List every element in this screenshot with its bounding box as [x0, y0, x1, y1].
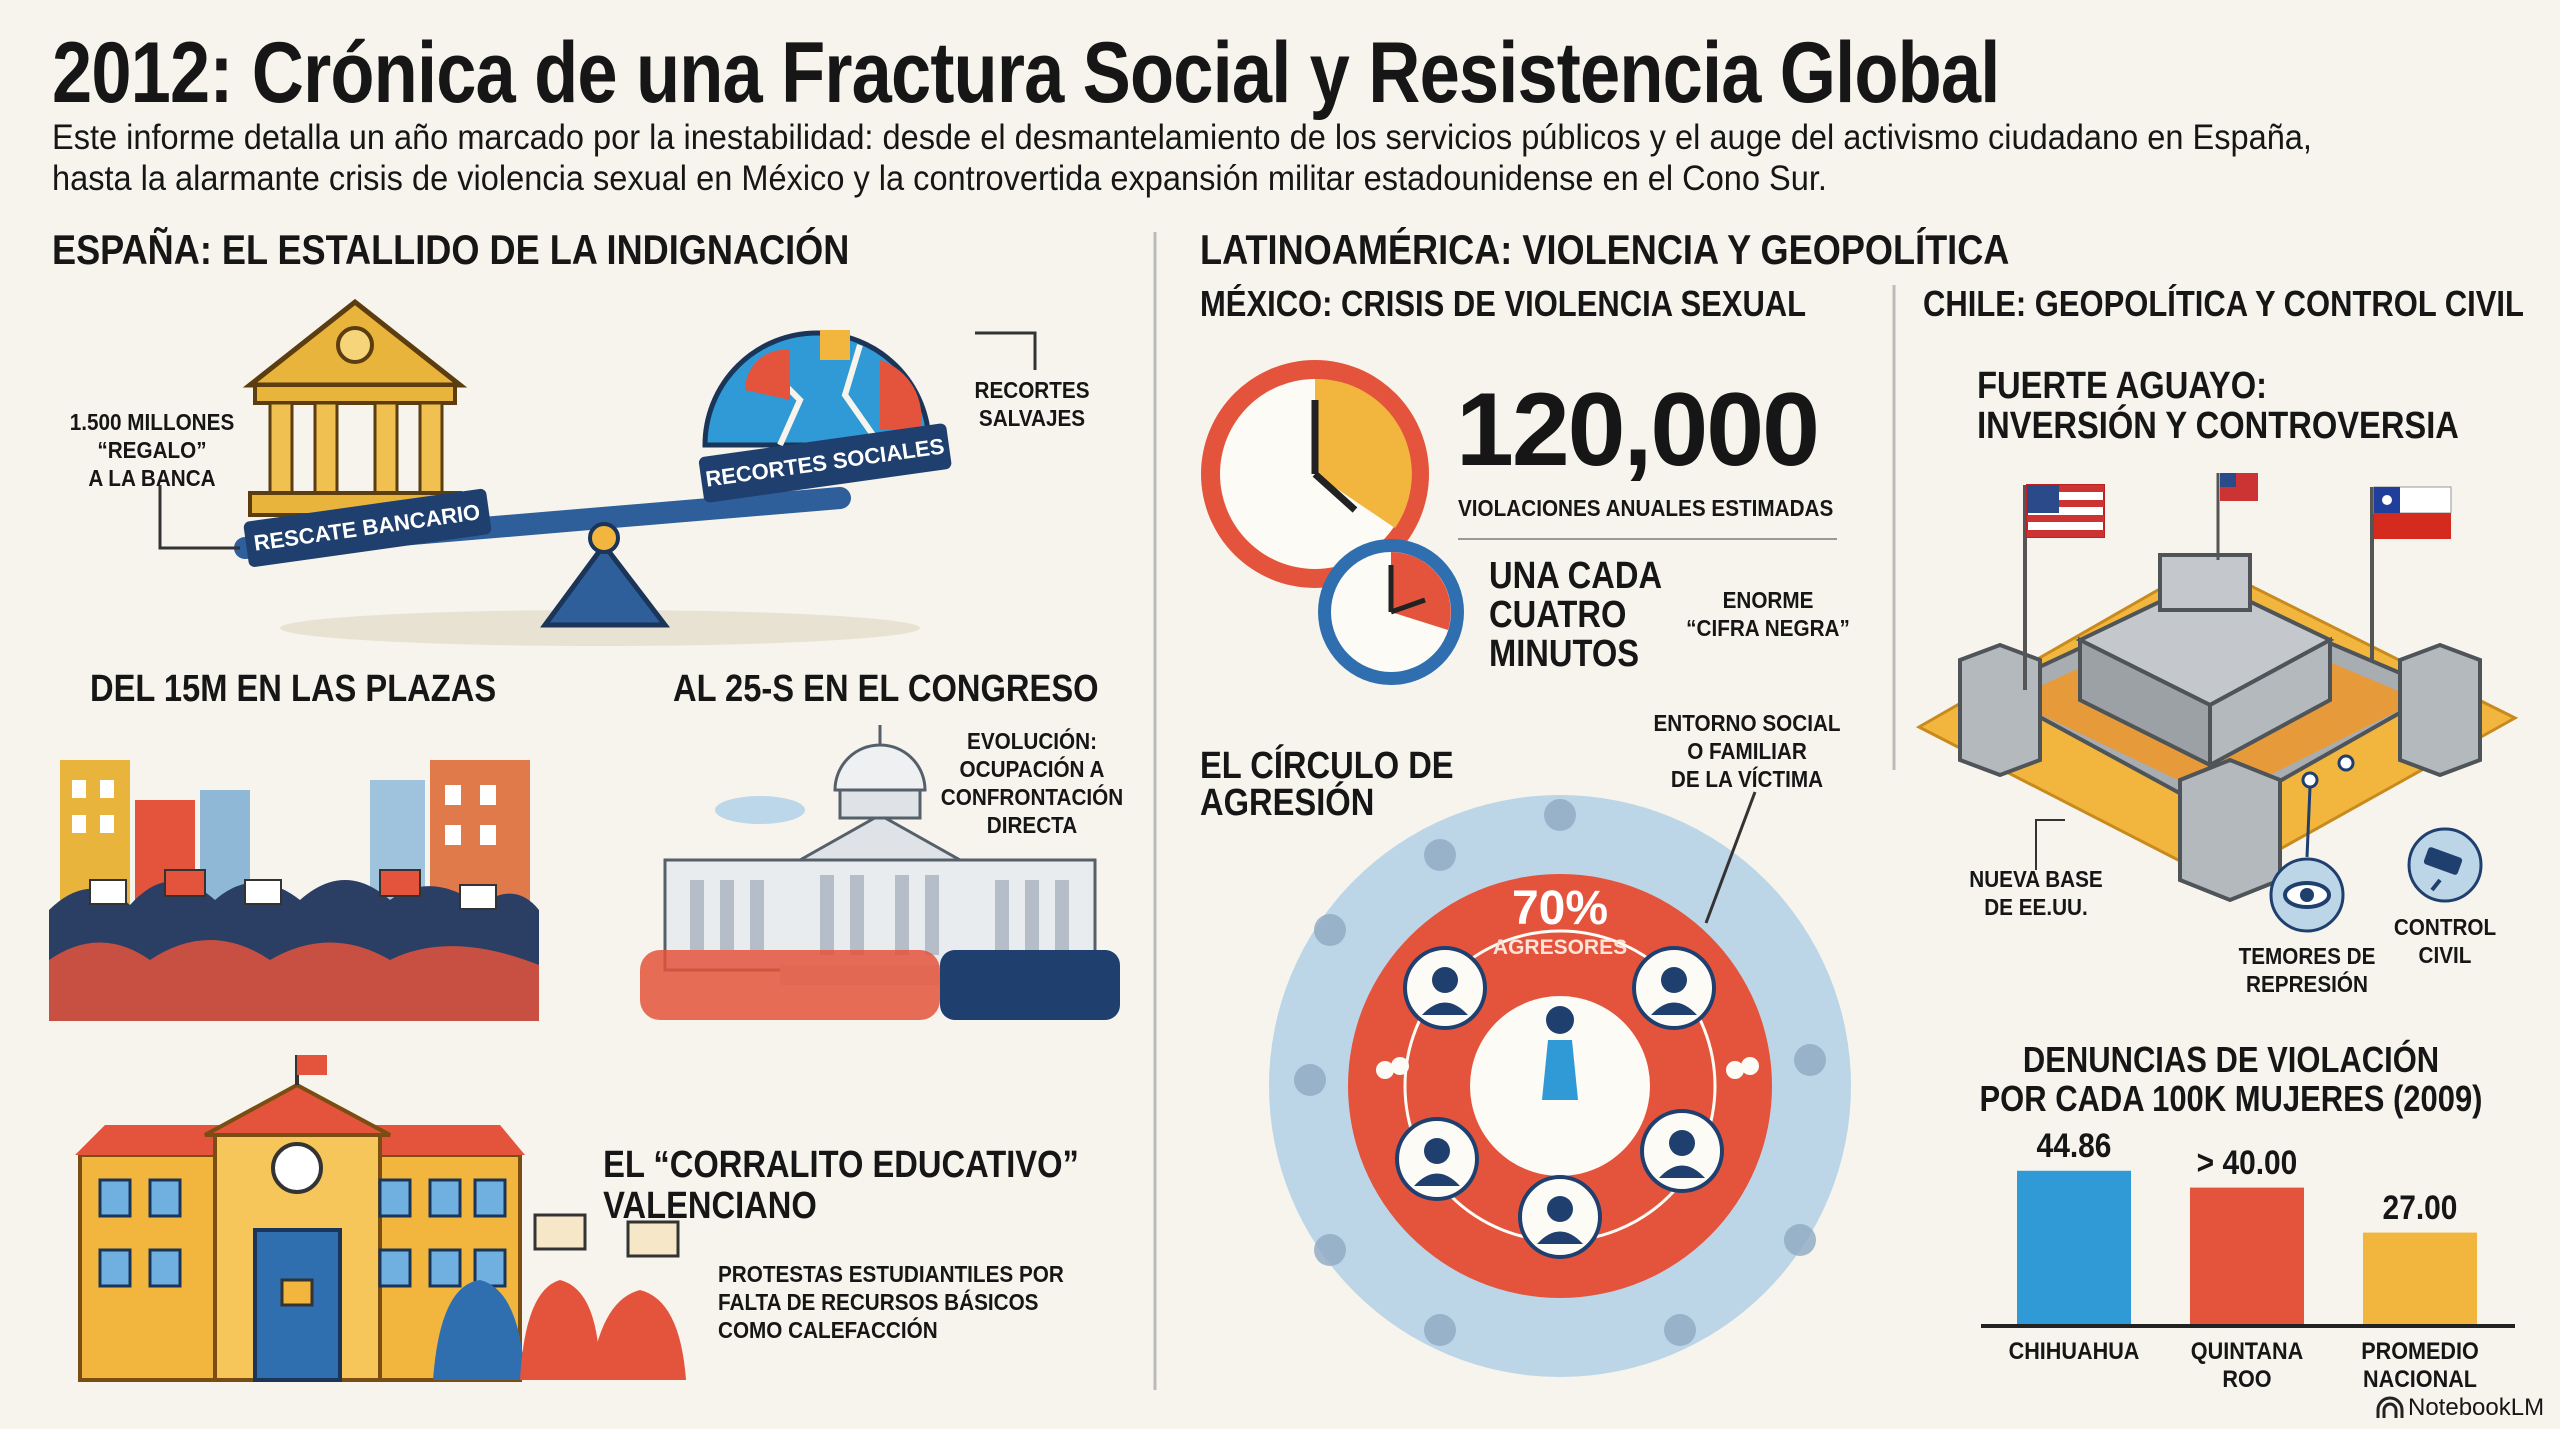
bar-category-label: CHIHUAHUA [2008, 1338, 2140, 1365]
note-leader-line [1704, 791, 1757, 924]
corralito-heading: EL “CORRALITO EDUCATIVO”VALENCIANO [603, 1144, 1079, 1227]
chile-flag-icon [2373, 486, 2452, 539]
bar-1 [2190, 1187, 2304, 1326]
spain-heading: ESPAÑA: EL ESTALLIDO DE LA INDIGNACIÓN [52, 226, 850, 273]
social-cuts-globe-icon [702, 330, 932, 448]
notebooklm-brand: NotebookLM [2408, 1394, 2545, 1421]
aggression-circle-diagram [1269, 791, 1851, 1377]
plaza-crowd-illustration [49, 735, 539, 1021]
victim-figure [1542, 1006, 1578, 1100]
aggressor-percentage: 70% [1511, 882, 1609, 935]
cuts-banner [698, 423, 952, 503]
cuts-leader-line [975, 331, 1037, 370]
page-title: 2012: Crónica de una Fractura Social y R… [52, 25, 2000, 121]
bar-value-label: > 40.00 [2196, 1143, 2298, 1182]
padlock-icon [280, 1278, 314, 1307]
school-illustration [75, 1055, 686, 1382]
bank-leader-line [158, 485, 240, 550]
us-flag-icon [2026, 484, 2105, 538]
us-flag-small-icon [2220, 473, 2258, 501]
bank-banner [243, 488, 492, 567]
plazas-heading: DEL 15M EN LAS PLAZAS [90, 668, 497, 710]
subtitle-line-1: Este informe detalla un año marcado por … [52, 118, 2312, 157]
congreso-heading: AL 25-S EN EL CONGRESO [673, 668, 1099, 710]
balance-scale-illustration [158, 298, 1037, 646]
bank-gift-label: 1.500 MILLONES“REGALO”A LA BANCA [69, 409, 235, 491]
fort-aguayo-title: FUERTE AGUAYO:INVERSIÓN Y CONTROVERSIA [1977, 365, 2459, 447]
clocks-illustration [1201, 360, 1837, 685]
congress-illustration [640, 725, 1120, 1020]
notebooklm-logo-icon [2376, 1396, 2404, 1418]
group-icon [1376, 1057, 1759, 1079]
clock-icon [271, 1142, 323, 1194]
annual-rapes-label: VIOLACIONES ANUALES ESTIMADAS [1458, 495, 1834, 521]
annual-rapes-number: 120,000 [1456, 372, 1820, 488]
bar-2 [2363, 1232, 2477, 1326]
fort-aguayo-illustration [1915, 473, 2519, 933]
student-protesters [433, 1213, 686, 1380]
bar-value-label: 27.00 [2382, 1188, 2458, 1227]
mexico-heading: MÉXICO: CRISIS DE VIOLENCIA SEXUAL [1200, 283, 1807, 324]
chile-heading: CHILE: GEOPOLÍTICA Y CONTROL CIVIL [1923, 283, 2524, 324]
bar-chart [2017, 1170, 2477, 1326]
bar-value-label: 44.86 [2036, 1126, 2112, 1165]
aggressor-label: AGRESORES [1492, 936, 1628, 959]
latam-heading: LATINOAMÉRICA: VIOLENCIA Y GEOPOLÍTICA [1200, 226, 2010, 273]
dark-figure-label: ENORME“CIFRA NEGRA” [1686, 587, 1850, 641]
subtitle-line-2: hasta la alarmante crisis de violencia s… [52, 159, 1827, 198]
bar-0 [2017, 1170, 2131, 1326]
bank-icon [242, 298, 468, 517]
